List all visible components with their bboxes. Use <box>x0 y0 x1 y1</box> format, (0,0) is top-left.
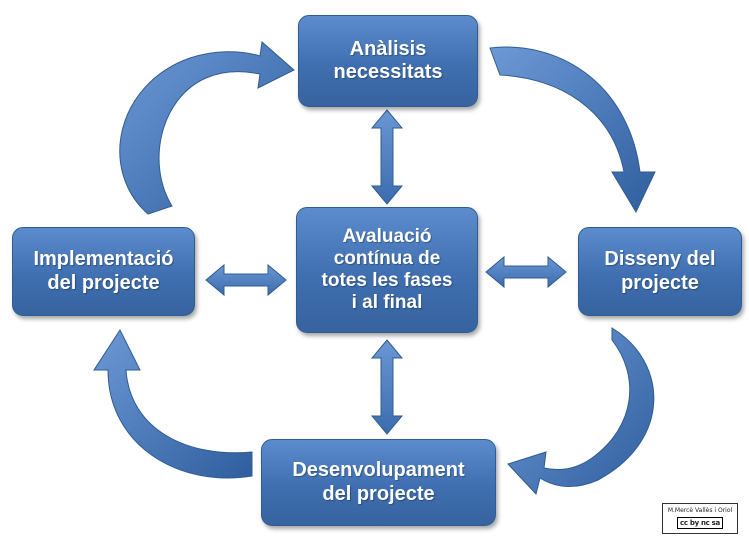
curved-arrow-disseny-to-desenvolupament <box>507 327 655 496</box>
node-implementacio: Implementació del projecte <box>12 227 195 316</box>
license-badge: M.Mercè Vallès i Oriol cc by nc sa <box>662 503 738 534</box>
node-avaluacio-continua: Avaluació contínua de totes les fases i … <box>296 207 478 333</box>
node-desenvolupament: Desenvolupament del projecte <box>261 439 496 526</box>
curved-arrow-desenvolupament-to-implementacio <box>93 328 253 479</box>
node-analisis-necessitats: Anàlisis necessitats <box>298 15 478 107</box>
creative-commons-icon: cc by nc sa <box>677 517 723 529</box>
double-arrow-analisis-avaluacio <box>370 109 404 205</box>
badge-author: M.Mercè Vallès i Oriol <box>667 507 733 514</box>
node-disseny: Disseny del projecte <box>578 227 742 316</box>
curved-arrow-implementacio-to-analisis <box>119 41 295 215</box>
double-arrow-avaluacio-desenvolupament <box>370 339 404 435</box>
double-arrow-avaluacio-disseny <box>485 255 567 289</box>
double-arrow-implementacio-avaluacio <box>205 263 287 297</box>
curved-arrow-analisis-to-disseny <box>489 46 656 214</box>
